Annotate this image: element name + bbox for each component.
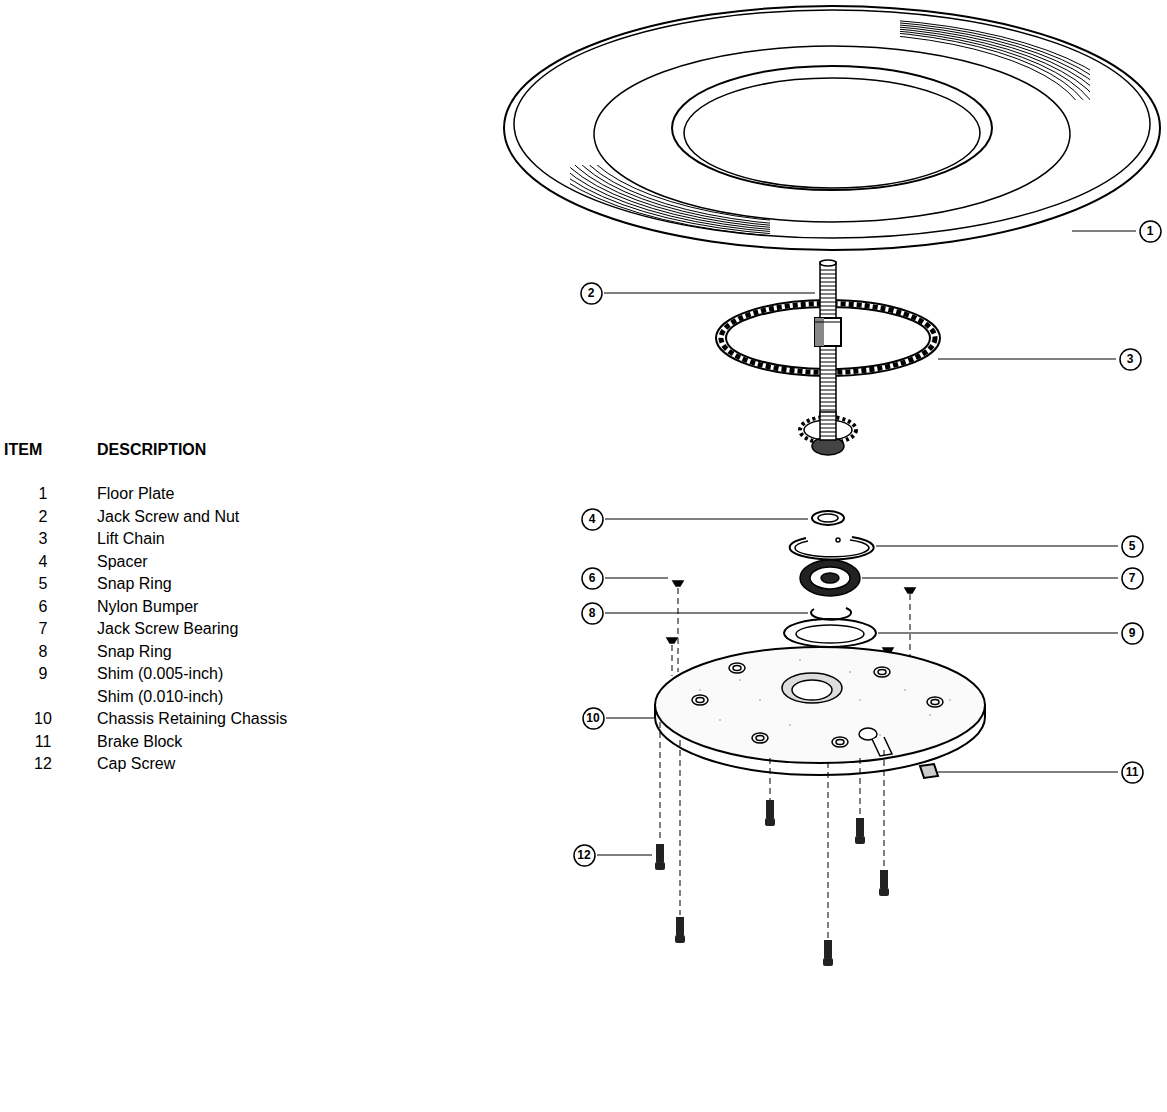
cap-screw [655,722,889,966]
item-number: 11 [35,733,52,751]
item-number: 8 [39,643,48,661]
item-number: 2 [39,508,48,526]
callout-circle: 10 [582,707,605,730]
callout-number: 3 [1127,353,1134,365]
item-number: 4 [39,553,48,571]
callout-ring [1122,536,1143,557]
callout-circle: 11 [1121,761,1144,784]
callout-circle: 6 [581,567,604,590]
table-header: DESCRIPTION [97,441,206,459]
callout-circle: 2 [580,282,603,305]
callout-circle: 8 [581,602,604,625]
part-description: Spacer [97,553,148,571]
part-description: Nylon Bumper [97,598,198,616]
chassis-plate [655,647,985,775]
jack-screw-bearing [800,560,860,596]
spacer [812,511,844,525]
callout-number: 12 [577,849,590,861]
part-description: Jack Screw and Nut [97,508,239,526]
part-description: Shim (0.010-inch) [97,688,223,706]
part-description: Snap Ring [97,575,172,593]
callout-number: 11 [1126,766,1139,778]
callout-circle: 7 [1121,567,1144,590]
callout-number: 6 [589,572,596,584]
callout-number: 7 [1129,572,1136,584]
callout-ring [1122,762,1143,783]
item-number: 5 [39,575,48,593]
item-number: 3 [39,530,48,548]
item-number: 9 [39,665,48,683]
callout-number: 1 [1147,225,1154,237]
table-header: ITEM [4,441,42,459]
callout-number: 10 [586,712,599,724]
callout-ring [1122,623,1143,644]
callout-circle: 4 [581,508,604,531]
callout-number: 2 [588,287,595,299]
shim [784,619,876,647]
item-number: 7 [39,620,48,638]
callout-ring [574,845,595,866]
callout-ring [1122,568,1143,589]
callout-ring [581,283,602,304]
item-number: 10 [34,710,52,728]
leader-line [597,231,1136,855]
snap-ring [790,537,874,559]
callout-number: 8 [589,607,596,619]
part-description: Brake Block [97,733,182,751]
part-description: Floor Plate [97,485,174,503]
callout-number: 9 [1129,627,1136,639]
part-description: Snap Ring [97,643,172,661]
sprocket [800,412,856,455]
callout-number: 5 [1129,540,1136,552]
snap-ring [811,608,851,620]
callout-circle: 5 [1121,535,1144,558]
callout-circle: 12 [573,844,596,867]
part-description: Shim (0.005-inch) [97,665,223,683]
callout-ring [1120,349,1141,370]
callout-ring [583,708,604,729]
callout-circle: 3 [1119,348,1142,371]
part-description: Jack Screw Bearing [97,620,238,638]
callout-ring [1140,221,1161,242]
part-description: Cap Screw [97,755,175,773]
part-description: Chassis Retaining Chassis [97,710,287,728]
callout-ring [582,509,603,530]
item-number: 12 [34,755,52,773]
callout-circle: 1 [1139,220,1162,243]
callout-ring [582,603,603,624]
floor-plate [504,6,1160,250]
callout-circle: 9 [1121,622,1144,645]
item-number: 1 [39,485,48,503]
part-description: Lift Chain [97,530,165,548]
callout-ring [582,568,603,589]
item-number: 6 [39,598,48,616]
brake-block [920,764,938,778]
callout-number: 4 [589,513,596,525]
